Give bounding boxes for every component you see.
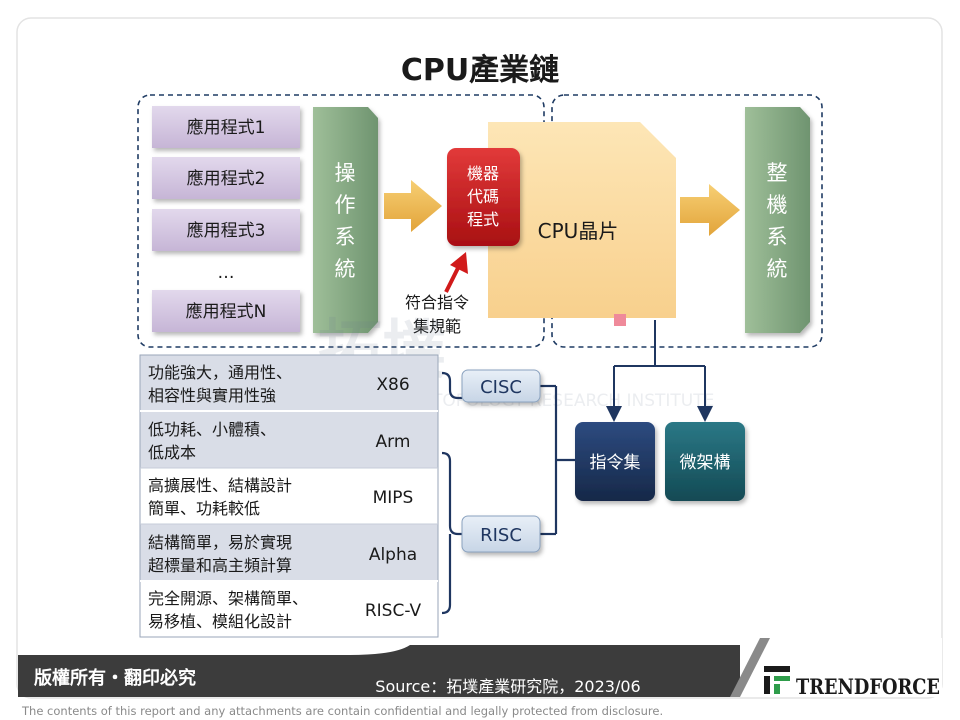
whole-system-bar: [745, 107, 810, 333]
system-char-2: 機: [767, 193, 788, 217]
app-label-2: 應用程式2: [187, 168, 266, 189]
os-bar: [313, 107, 378, 333]
isa-desc-alpha-1: 結構簡單，易於實現: [148, 533, 292, 552]
isa-name-x86: X86: [376, 375, 409, 395]
isa-row-arm: [140, 411, 438, 468]
watermark-dot: [614, 314, 626, 326]
cpu-chip-label: CPU晶片: [538, 219, 619, 243]
isa-name-arm: Arm: [376, 432, 411, 452]
isa-brackets: [441, 371, 575, 615]
cisc-tag: [461, 369, 541, 403]
isa-table: 功能強大，通用性、 相容性與實用性強 低功耗、小體積、 低成本 高擴展性、結構設…: [139, 354, 439, 638]
app-label-n: 應用程式N: [186, 301, 267, 322]
cpu-chip-shape: [488, 122, 676, 318]
app-box-1: [152, 106, 300, 148]
app-box-2: [152, 157, 300, 199]
chip-connectors: [606, 320, 713, 422]
isa-desc-alpha-2: 超標量和高主頻計算: [148, 556, 292, 575]
os-char-4: 統: [335, 257, 356, 281]
cisc-label: CISC: [480, 377, 522, 398]
brand-name: TRENDFORCE: [796, 674, 940, 699]
hardware-group-border: [551, 94, 823, 348]
isa-row-riscv: [140, 581, 438, 637]
microarchitecture-box: [665, 422, 745, 501]
microarchitecture-label: 微架構: [680, 453, 731, 473]
footer-source: Source：拓墣產業研究院，2023/06: [375, 677, 640, 696]
footer-brand-panel: [740, 638, 942, 697]
isa-desc-riscv-2: 易移植、模組化設計: [148, 612, 292, 631]
isa-name-mips: MIPS: [373, 488, 414, 508]
isa-name-alpha: Alpha: [369, 545, 417, 565]
footer-copyright: 版權所有・翻印必究: [34, 667, 196, 689]
os-char-2: 作: [335, 193, 356, 217]
risc-label: RISC: [480, 525, 522, 546]
app-ellipsis: …: [218, 263, 235, 283]
compliance-note-line-2: 集規範: [413, 317, 461, 336]
app-label-1: 應用程式1: [187, 117, 266, 138]
isa-name-riscv: RISC-V: [365, 601, 422, 621]
os-char-1: 操: [335, 161, 356, 185]
isa-desc-mips-1: 高擴展性、結構設計: [148, 476, 292, 495]
isa-table-border: [139, 354, 439, 638]
app-box-n: [152, 290, 300, 332]
isa-desc-riscv-1: 完全開源、架構簡單、: [148, 589, 308, 608]
compliance-arrow: [444, 252, 468, 293]
isa-desc-mips-2: 簡單、功耗較低: [148, 499, 260, 518]
machine-code-box: [447, 148, 520, 246]
system-char-3: 系: [767, 225, 788, 249]
arrow-os-to-code: [384, 180, 442, 232]
risc-tag: [461, 515, 541, 553]
app-label-3: 應用程式3: [187, 220, 266, 241]
os-char-3: 系: [335, 225, 356, 249]
isa-desc-x86-1: 功能強大，通用性、: [148, 363, 292, 382]
instruction-set-label: 指令集: [590, 453, 641, 473]
machine-code-line-2: 代碼: [467, 187, 499, 206]
app-stack: 應用程式1 應用程式2 應用程式3 … 應用程式N: [152, 106, 300, 332]
isa-row-x86: [140, 355, 438, 411]
footer-disclaimer: The contents of this report and any atta…: [21, 704, 663, 718]
isa-desc-arm-1: 低功耗、小體積、: [148, 420, 276, 439]
page-title: CPU產業鏈: [401, 53, 559, 88]
app-box-3: [152, 209, 300, 251]
isa-desc-x86-2: 相容性與實用性強: [148, 386, 276, 405]
machine-code-line-1: 機器: [467, 164, 499, 183]
footer-divider: [730, 638, 770, 697]
isa-row-mips: [140, 468, 438, 524]
compliance-note-line-1: 符合指令: [405, 293, 469, 312]
brand-logo: TRENDFORCE: [764, 666, 940, 699]
instruction-set-box: [575, 422, 655, 501]
brand-logo-icon: [764, 666, 790, 694]
machine-code-line-3: 程式: [467, 210, 499, 229]
system-char-4: 統: [767, 257, 788, 281]
system-char-1: 整: [767, 161, 788, 185]
footer-bar: [18, 645, 740, 697]
arrow-chip-to-system: [680, 184, 740, 236]
isa-desc-arm-2: 低成本: [148, 443, 196, 462]
